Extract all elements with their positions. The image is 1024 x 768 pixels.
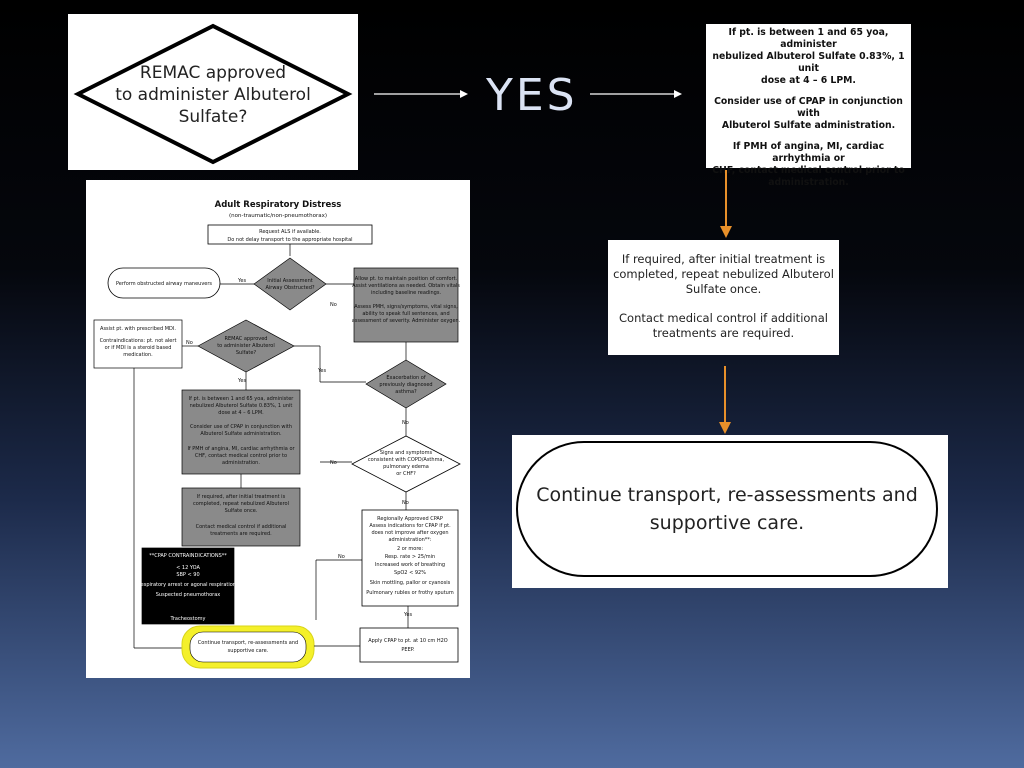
thumb-reg-l9: Skin mottling, pallor or cyanosis (370, 580, 451, 586)
thumb-dose-l8: administration. (222, 460, 260, 466)
thumb-no-2: No (186, 340, 193, 346)
thumb-request-l2: Do not delay transport to the appropriat… (227, 237, 352, 243)
dose-p3-l1: If PMH of angina, MI, cardiac arrhythmia… (732, 141, 885, 164)
thumb-dose-l3: dose at 4 – 6 LPM. (218, 410, 264, 416)
thumb-assist-l1: Assist pt. with prescribed MDI. (100, 326, 176, 332)
thumb-reg-l8: SpO2 < 92% (394, 570, 426, 576)
thumb-repeat-l5: treatments are required. (210, 531, 272, 537)
thumb-signs-l3: pulmonary edema (383, 464, 429, 470)
thumb-dose-l7: CHF, contact medical control prior to (195, 453, 287, 459)
thumb-reg-l7: Increased work of breathing (375, 562, 445, 568)
thumb-repeat-l4: Contact medical control if additional (196, 524, 287, 530)
thumb-return-airway: Perform obstructed airway maneuvers (116, 281, 212, 287)
thumb-title: Adult Respiratory Distress (215, 200, 342, 210)
thumb-apply-l2: PEEP. (401, 647, 415, 653)
thumb-yes-1: Yes (237, 278, 246, 284)
thumb-yes-2: Yes (317, 368, 326, 374)
thumb-signs-l1: Signs and symptoms (380, 450, 433, 456)
thumb-exac-l3: asthma? (395, 389, 417, 395)
top-decision-diamond: REMAC approved to administer Albuterol S… (73, 23, 353, 165)
thumb-repeat-l2: completed, repeat nebulized Albuterol (193, 501, 289, 507)
thumb-apply-l1: Apply CPAP to pt. at 10 cm H2O (368, 638, 448, 644)
thumb-assist-l3: or if MDI is a steroid based (105, 345, 172, 351)
dose-p1-l1: If pt. is between 1 and 65 yoa, administ… (728, 27, 889, 50)
thumb-cpap-l1: < 12 YOA (176, 565, 200, 571)
terminal-oval: Continue transport, re-assessments and s… (516, 441, 938, 577)
thumb-dose-l5: Albuterol Sulfate administration. (200, 431, 282, 437)
thumb-reg-l1: Regionally Approved CPAP (377, 516, 443, 522)
repeat-box: If required, after initial treatment is … (608, 240, 839, 355)
thumb-dose-l6: If PMH of angina, MI, cardiac arrhythmia… (187, 446, 295, 452)
thumb-remac-l1: REMAC approved (225, 336, 268, 342)
top-decision-panel: REMAC approved to administer Albuterol S… (68, 14, 358, 170)
thumb-continue-l1: Continue transport, re-assessments and (198, 640, 298, 646)
thumb-reg-l3: does not improve after oxygen (371, 530, 448, 536)
thumb-remac-l2: to administer Albuterol (217, 343, 275, 349)
thumb-gr-l5: ability to speak full sentences, and (362, 311, 449, 317)
top-decision-line3: Sulfate? (179, 107, 248, 127)
top-decision-line1: REMAC approved (140, 63, 286, 83)
orange-arrow-2 (719, 366, 731, 434)
dose-p2-l1: Consider use of CPAP in conjunction with (714, 96, 903, 119)
thumb-exac-l1: Exacerbation of (386, 375, 426, 381)
thumb-gr-l6: assessment of severity. Administer oxyge… (352, 318, 461, 324)
thumb-reg-l2: Assess indications for CPAP if pt. (369, 523, 451, 529)
flowchart-thumbnail-svg: Adult Respiratory Distress (non-traumati… (93, 200, 461, 669)
repeat-p1-l1: If required, after initial treatment is (621, 252, 826, 266)
thumb-reg-l4: administration**: (388, 537, 431, 543)
repeat-p1-l3: Sulfate once. (685, 282, 762, 296)
thumb-signs-l2: consistent with COPD/Asthma, (368, 457, 445, 463)
thumb-initial-l1: Initial Assessment (267, 278, 312, 284)
repeat-p2-l2: treatments are required. (652, 326, 795, 340)
dose-p3-l3: administration. (768, 177, 849, 188)
thumb-repeat-l1: If required, after initial treatment is (197, 494, 286, 500)
thumb-reg-l6: Resp. rate > 25/min (385, 554, 435, 560)
thumb-no-1: No (330, 302, 337, 308)
thumb-yes-3: Yes (237, 378, 246, 384)
thumb-gr-l3: including baseline readings. (371, 290, 441, 296)
thumb-assist-l4: medication. (123, 352, 153, 358)
thumb-gr-l1: Allow pt. to maintain position of comfor… (355, 276, 458, 282)
terminal-line1: Continue transport, re-assessments and (536, 484, 918, 506)
thumb-gr-l2: Assist ventilations as needed. Obtain vi… (352, 283, 460, 289)
repeat-p1-l2: completed, repeat nebulized Albuterol (613, 267, 834, 281)
thumb-cpap-l3: Respiratory arrest or agonal respiration… (137, 582, 239, 588)
thumb-no-3: No (402, 420, 409, 426)
orange-arrow-1 (720, 170, 732, 238)
thumb-no-5: No (402, 500, 409, 506)
thumb-cpap-l4: Suspected pneumothorax (156, 592, 221, 598)
thumb-gr-l4: Assess PMH, signs/symptoms, vital signs, (354, 304, 458, 310)
thumb-exac-l2: previously diagnosed (379, 382, 432, 388)
thumb-cpap-l2: SBP < 90 (176, 572, 199, 578)
top-decision-line2: to administer Albuterol (115, 85, 311, 105)
dose-p3-l2: CHF, contact medical control prior to (712, 165, 905, 176)
thumb-dose-l4: Consider use of CPAP in conjunction with (190, 424, 292, 430)
thumb-initial-l2: Airway Obstructed? (265, 285, 314, 291)
thumb-signs-l4: or CHF? (396, 471, 416, 477)
thumb-repeat-l3: Sulfate once. (225, 508, 258, 514)
thumb-reg-l5: 2 or more: (397, 546, 423, 552)
thumb-subtitle: (non-traumatic/non-pneumothorax) (229, 213, 327, 219)
thumb-reg-l10: Pulmonary rubles or frothy sputum (366, 590, 454, 596)
terminal-line2: supportive care. (649, 512, 805, 534)
thumb-request-l1: Request ALS if available. (259, 229, 321, 235)
dose-box: If pt. is between 1 and 65 yoa, administ… (706, 24, 911, 188)
thumb-cpap-l5: Tracheostomy (170, 616, 206, 622)
dose-p2-l2: Albuterol Sulfate administration. (721, 120, 896, 131)
thumb-dose-l2: nebulized Albuterol Sulfate 0.83%, 1 uni… (190, 403, 293, 409)
flowchart-thumbnail: Adult Respiratory Distress (non-traumati… (86, 180, 470, 678)
thumb-assist-l2: Contraindications: pt. not alert (100, 338, 177, 344)
dose-p1-l2: nebulized Albuterol Sulfate 0.83%, 1 uni… (712, 51, 905, 74)
thumb-no-4: No (330, 460, 337, 466)
thumb-no-6: No (338, 554, 345, 560)
yes-arrows (374, 90, 682, 98)
thumb-remac-l3: Sulfate? (236, 350, 257, 356)
terminal-panel: Continue transport, re-assessments and s… (512, 435, 948, 588)
dose-p1-l3: dose at 4 – 6 LPM. (761, 75, 856, 86)
thumb-dose-l1: If pt. is between 1 and 65 yoa, administ… (189, 396, 295, 402)
repeat-p2-l1: Contact medical control if additional (619, 311, 828, 325)
thumb-continue-l2: supportive care. (228, 648, 269, 654)
thumb-cpap-title: **CPAP CONTRAINDICATIONS** (149, 553, 227, 559)
yes-label: YES (486, 70, 578, 121)
